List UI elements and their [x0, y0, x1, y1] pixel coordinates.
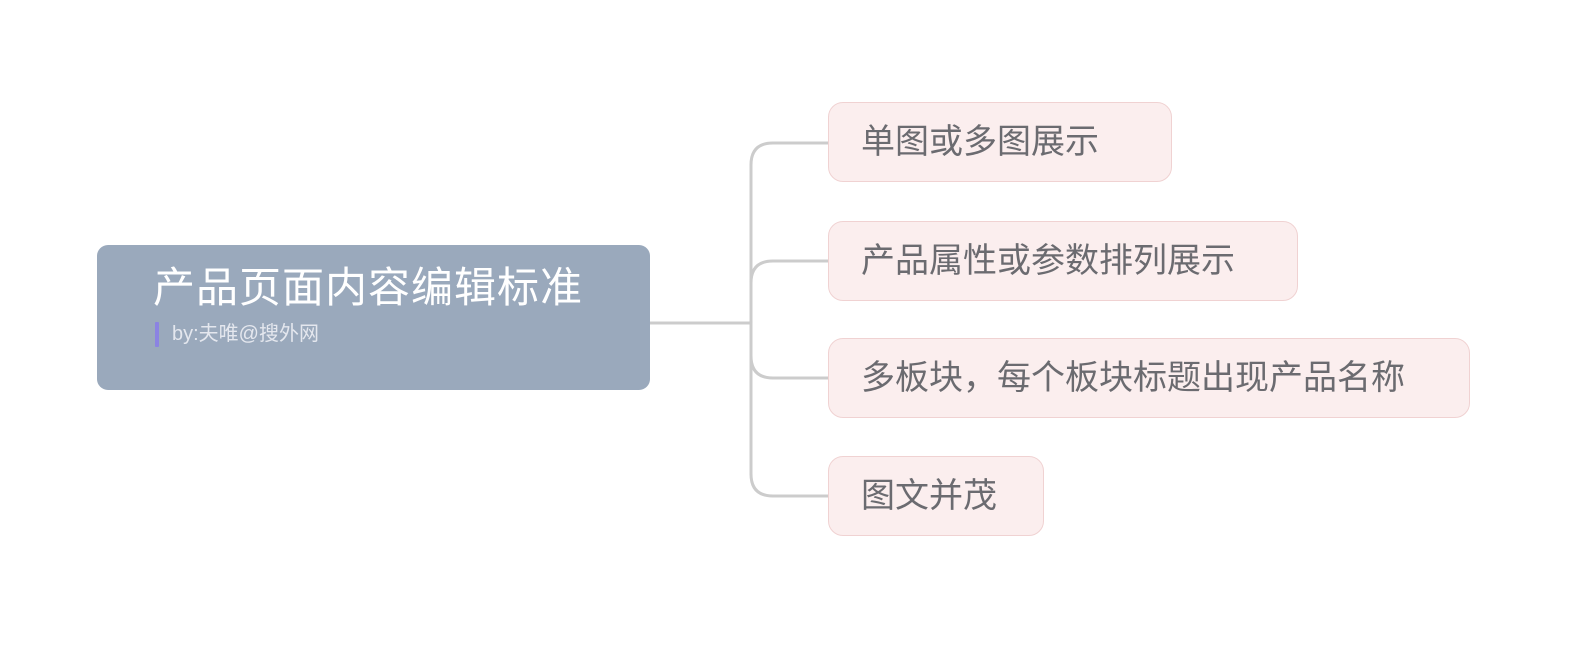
connector-branch-2: [749, 259, 830, 325]
connector-branch-4: [749, 321, 830, 498]
connector-branch-1: [749, 141, 830, 325]
child-node-1[interactable]: 单图或多图展示: [828, 102, 1172, 182]
child-node-3[interactable]: 多板块，每个板块标题出现产品名称: [828, 338, 1470, 418]
root-node-title: 产品页面内容编辑标准: [153, 264, 584, 311]
child-node-4-label: 图文并茂: [861, 476, 997, 515]
child-node-3-label: 多板块，每个板块标题出现产品名称: [861, 358, 1405, 397]
child-node-1-label: 单图或多图展示: [861, 122, 1099, 161]
root-node[interactable]: 产品页面内容编辑标准 by:夫唯@搜外网: [97, 245, 650, 390]
child-node-2[interactable]: 产品属性或参数排列展示: [828, 221, 1298, 301]
child-node-4[interactable]: 图文并茂: [828, 456, 1044, 536]
root-node-subtitle-row: by:夫唯@搜外网: [155, 321, 650, 347]
child-node-2-label: 产品属性或参数排列展示: [861, 241, 1235, 280]
root-node-subtitle: by:夫唯@搜外网: [172, 323, 319, 346]
connector-branch-3: [749, 321, 830, 380]
accent-bar-icon: [155, 321, 159, 347]
